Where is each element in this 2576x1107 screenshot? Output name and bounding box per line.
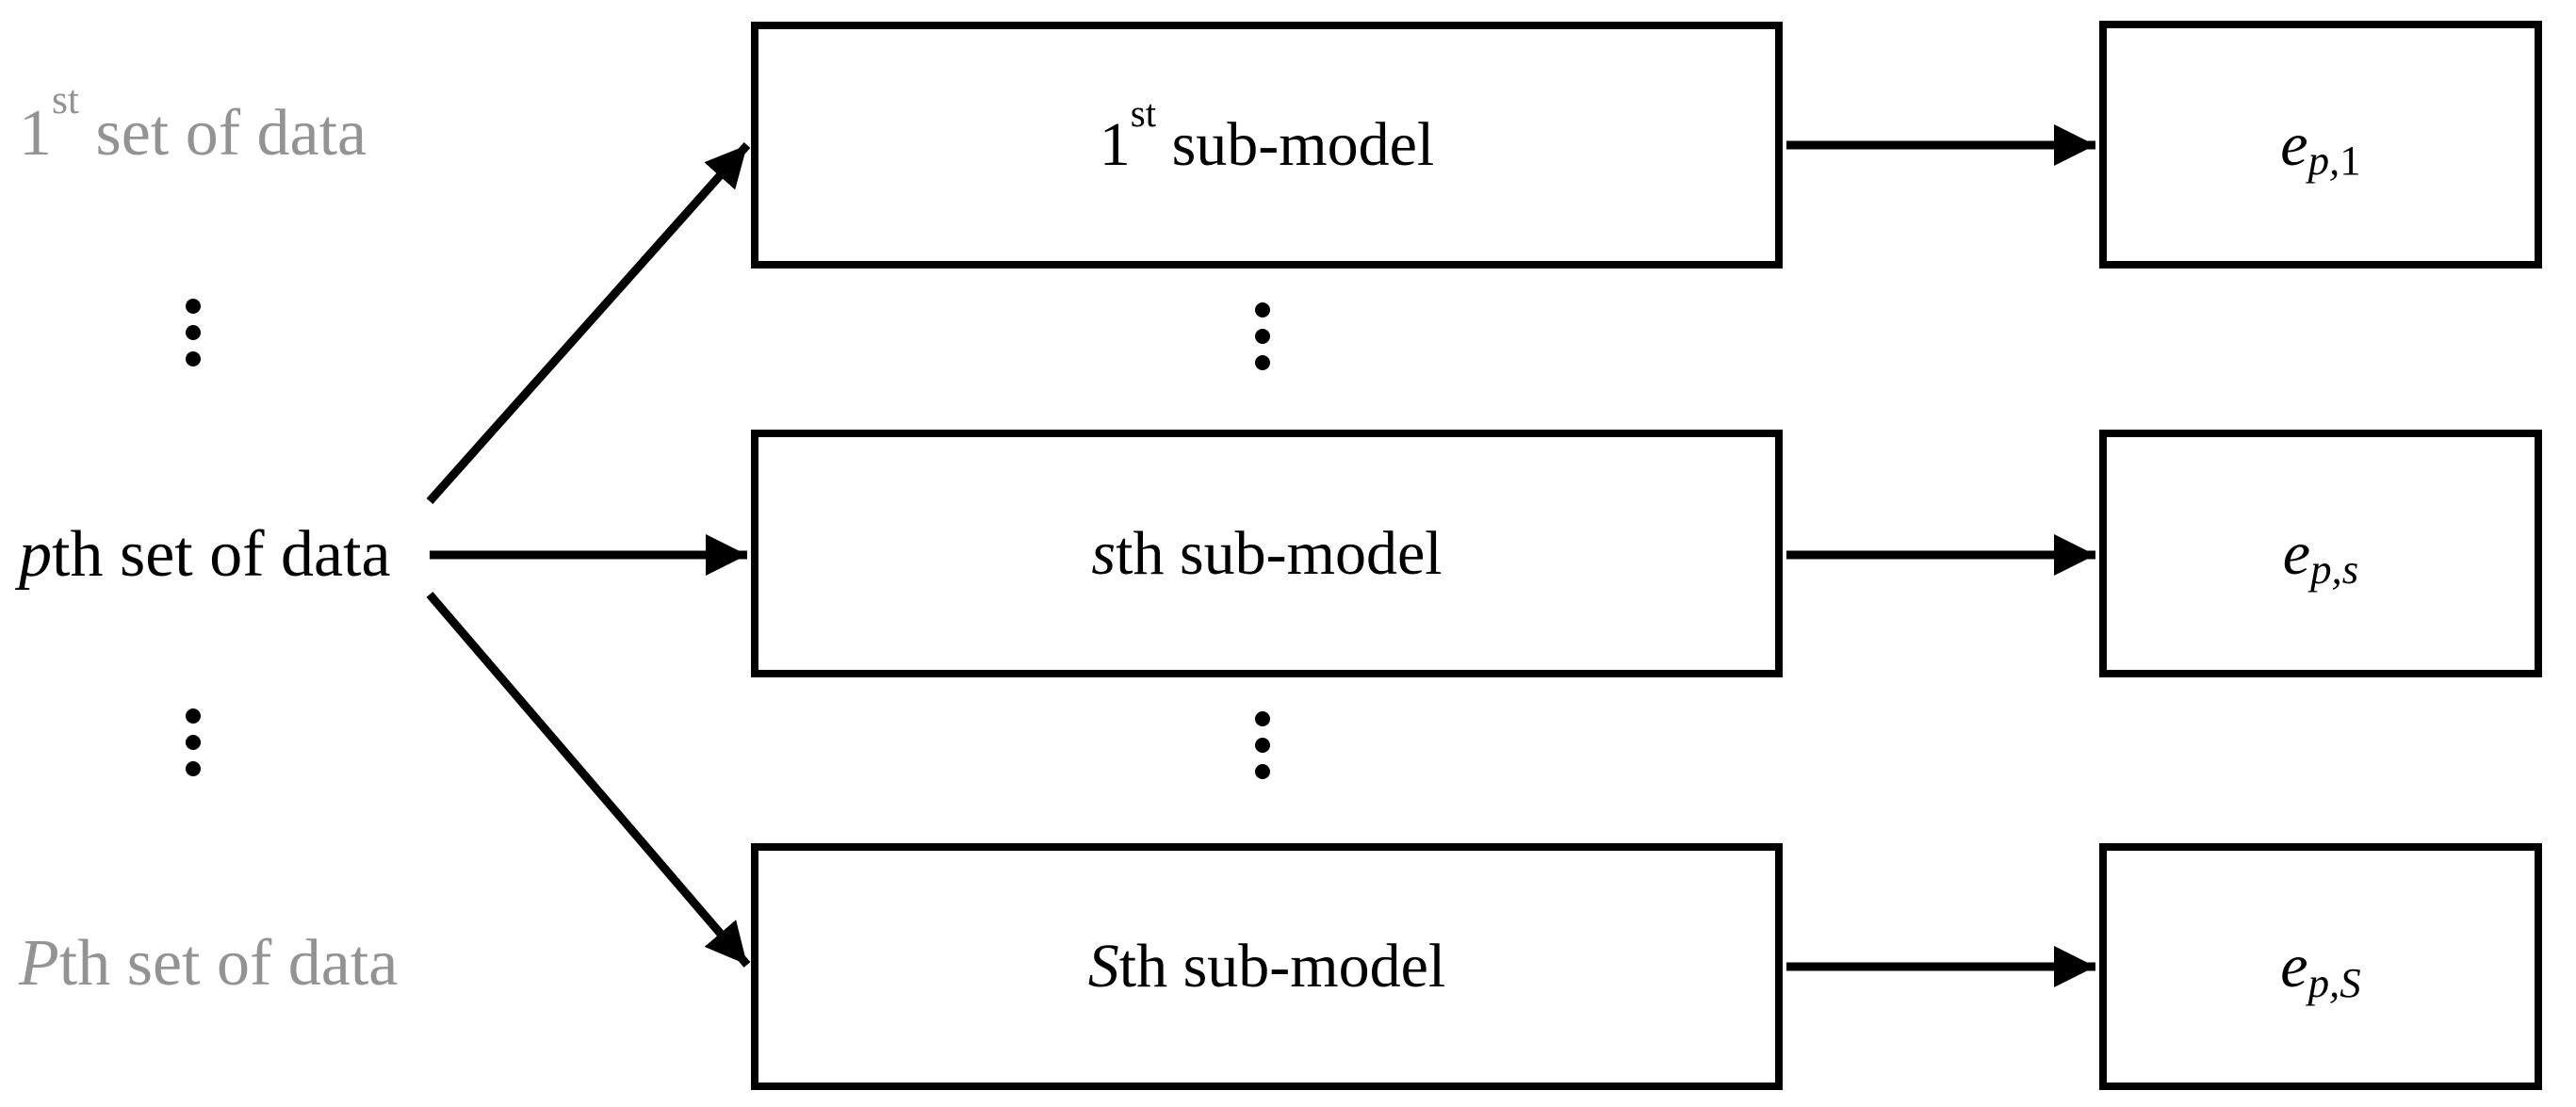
submodel-1-ordinal: st xyxy=(1130,91,1157,135)
error-3-symbol: e xyxy=(2280,932,2308,1001)
submodel-1-number: 1 xyxy=(1099,110,1131,179)
input-2-text: th set of data xyxy=(52,518,391,591)
ellipsis-submodels-upper xyxy=(1255,302,1270,370)
input-3-index: P xyxy=(19,927,59,1000)
input-label-Pth-set: Pth set of data xyxy=(19,924,398,1003)
error-box-epS: ep,S xyxy=(2099,843,2542,1090)
input-label-pth-set: pth set of data xyxy=(19,515,391,594)
submodel-3-text: th sub-model xyxy=(1118,932,1446,1001)
input-2-index: p xyxy=(19,518,52,591)
error-1-subscript-plain: 1 xyxy=(2340,137,2361,185)
submodel-box-1st: 1st sub-model xyxy=(751,22,1783,269)
error-2-subscript-italic: p,s xyxy=(2310,545,2359,594)
error-3-label: ep,S xyxy=(2280,931,2360,1003)
arrow-input-to-submodel-1 xyxy=(426,142,751,504)
submodel-box-Sth: Sth sub-model xyxy=(751,843,1783,1090)
submodel-3-index: S xyxy=(1087,932,1119,1001)
error-1-subscript-italic: p, xyxy=(2307,137,2340,185)
submodel-1-text: sub-model xyxy=(1156,110,1435,179)
error-1-label: ep,1 xyxy=(2280,109,2361,185)
error-2-symbol: e xyxy=(2282,518,2311,588)
error-box-ep1: ep,1 xyxy=(2099,21,2542,269)
submodel-box-sth: sth sub-model xyxy=(751,430,1783,677)
input-label-1st-set: 1st set of data xyxy=(19,79,367,173)
ellipsis-inputs-upper xyxy=(186,299,201,366)
error-2-label: ep,s xyxy=(2282,518,2359,594)
error-box-eps: ep,s xyxy=(2099,430,2542,677)
input-3-text: th set of data xyxy=(58,927,399,1000)
ellipsis-inputs-lower xyxy=(186,708,201,776)
arrow-input-to-submodel-S xyxy=(426,592,751,968)
submodel-2-text: th sub-model xyxy=(1116,518,1443,588)
error-1-symbol: e xyxy=(2280,109,2308,179)
error-3-subscript-italic: p,S xyxy=(2307,958,2361,1006)
input-1-number: 1 xyxy=(19,97,52,170)
submodel-3-label: Sth sub-model xyxy=(1088,931,1445,1002)
ellipsis-submodels-lower xyxy=(1255,711,1270,779)
submodel-2-index: s xyxy=(1091,518,1117,588)
submodel-1-label: 1st sub-model xyxy=(1099,94,1435,181)
submodel-2-label: sth sub-model xyxy=(1091,518,1442,590)
input-1-text: set of data xyxy=(78,97,367,170)
input-1-ordinal: st xyxy=(52,77,79,123)
